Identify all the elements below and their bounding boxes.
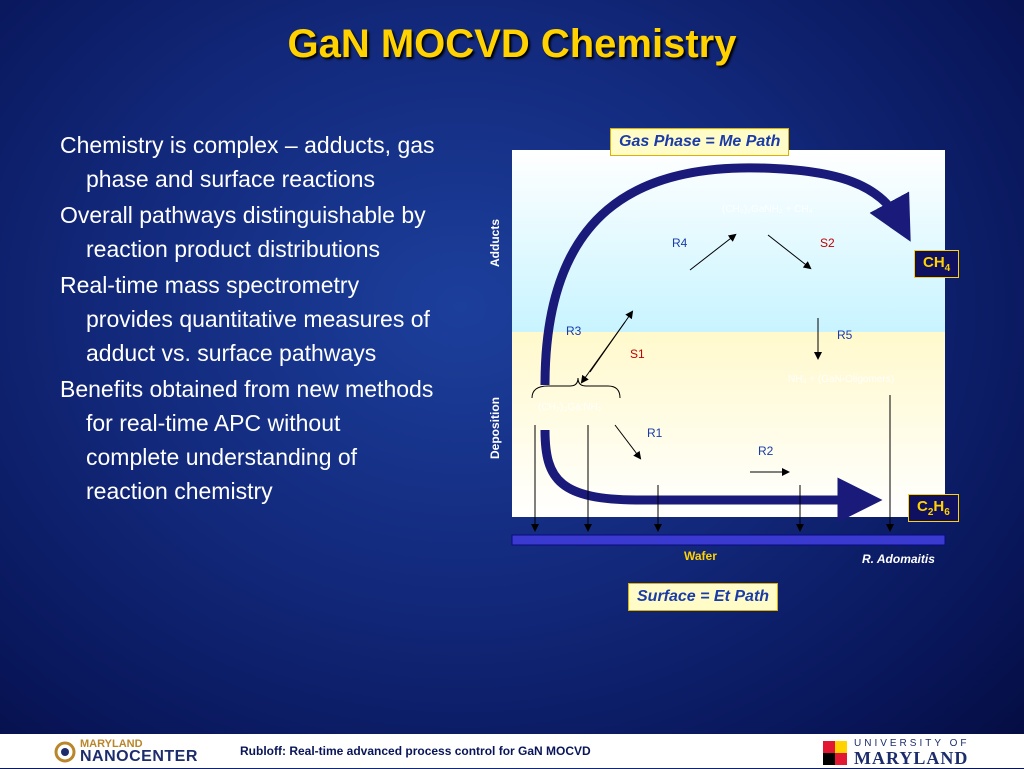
- deposition-label: Deposition: [488, 397, 502, 459]
- gas-phase-arrow: [540, 163, 911, 386]
- s2-arrow: [767, 234, 812, 270]
- bullet-item: Chemistry is complex – adducts, gas phas…: [60, 132, 435, 192]
- surface-label: Surface = Et Path: [628, 583, 779, 611]
- r3-label: R3: [566, 324, 582, 338]
- footer-bar: [0, 734, 1024, 768]
- s2-label: S2: [820, 236, 835, 250]
- c2h6-product-box: C2H6: [908, 494, 959, 522]
- species-top: (CH₃)₂GaNH₂ + CH₄: [722, 204, 813, 215]
- slide-title: GaN MOCVD Chemistry: [287, 22, 737, 66]
- species-mid: NH₃ + (GaN-Oligomers): [788, 374, 895, 385]
- bullet-item: Overall pathways distinguishable by reac…: [60, 202, 426, 262]
- species-left: (CH₃)₃Ga:NH₃: [538, 402, 602, 413]
- r2-label: R2: [758, 444, 774, 458]
- bullet-item: Benefits obtained from new methods for r…: [60, 376, 434, 504]
- r4-label: R4: [672, 236, 688, 250]
- r5-label: R5: [837, 328, 853, 342]
- adducts-label: Adducts: [488, 219, 502, 267]
- s1-arrow: [580, 321, 626, 384]
- s1-label: S1: [630, 347, 645, 361]
- nanocenter-logo-bottom: NANOCENTER: [80, 748, 198, 765]
- wafer-label: Wafer: [684, 549, 717, 563]
- umd-shield-icon: [823, 741, 847, 765]
- r1-label: R1: [647, 426, 663, 440]
- r4-arrow: [689, 233, 737, 271]
- nanocenter-logo-top: MARYLAND: [80, 738, 143, 750]
- umd-logo-top: UNIVERSITY OF: [854, 738, 970, 749]
- bullet-list: Chemistry is complex – adducts, gas phas…: [60, 128, 440, 510]
- umd-logo-bottom: MARYLAND: [854, 748, 969, 768]
- gas-phase-label: Gas Phase = Me Path: [610, 128, 790, 156]
- credit-label: R. Adomaitis: [862, 552, 935, 566]
- ch4-product-box: CH4: [914, 250, 960, 278]
- adduct-brace: [531, 377, 621, 399]
- footer-text: Rubloff: Real-time advanced process cont…: [240, 744, 591, 758]
- wafer-bar: [511, 534, 946, 546]
- nanocenter-emblem-icon: [54, 741, 76, 763]
- bullet-item: Real-time mass spectrometry provides qua…: [60, 272, 430, 366]
- surface-arrow: [540, 429, 883, 523]
- r1-arrow: [614, 424, 642, 460]
